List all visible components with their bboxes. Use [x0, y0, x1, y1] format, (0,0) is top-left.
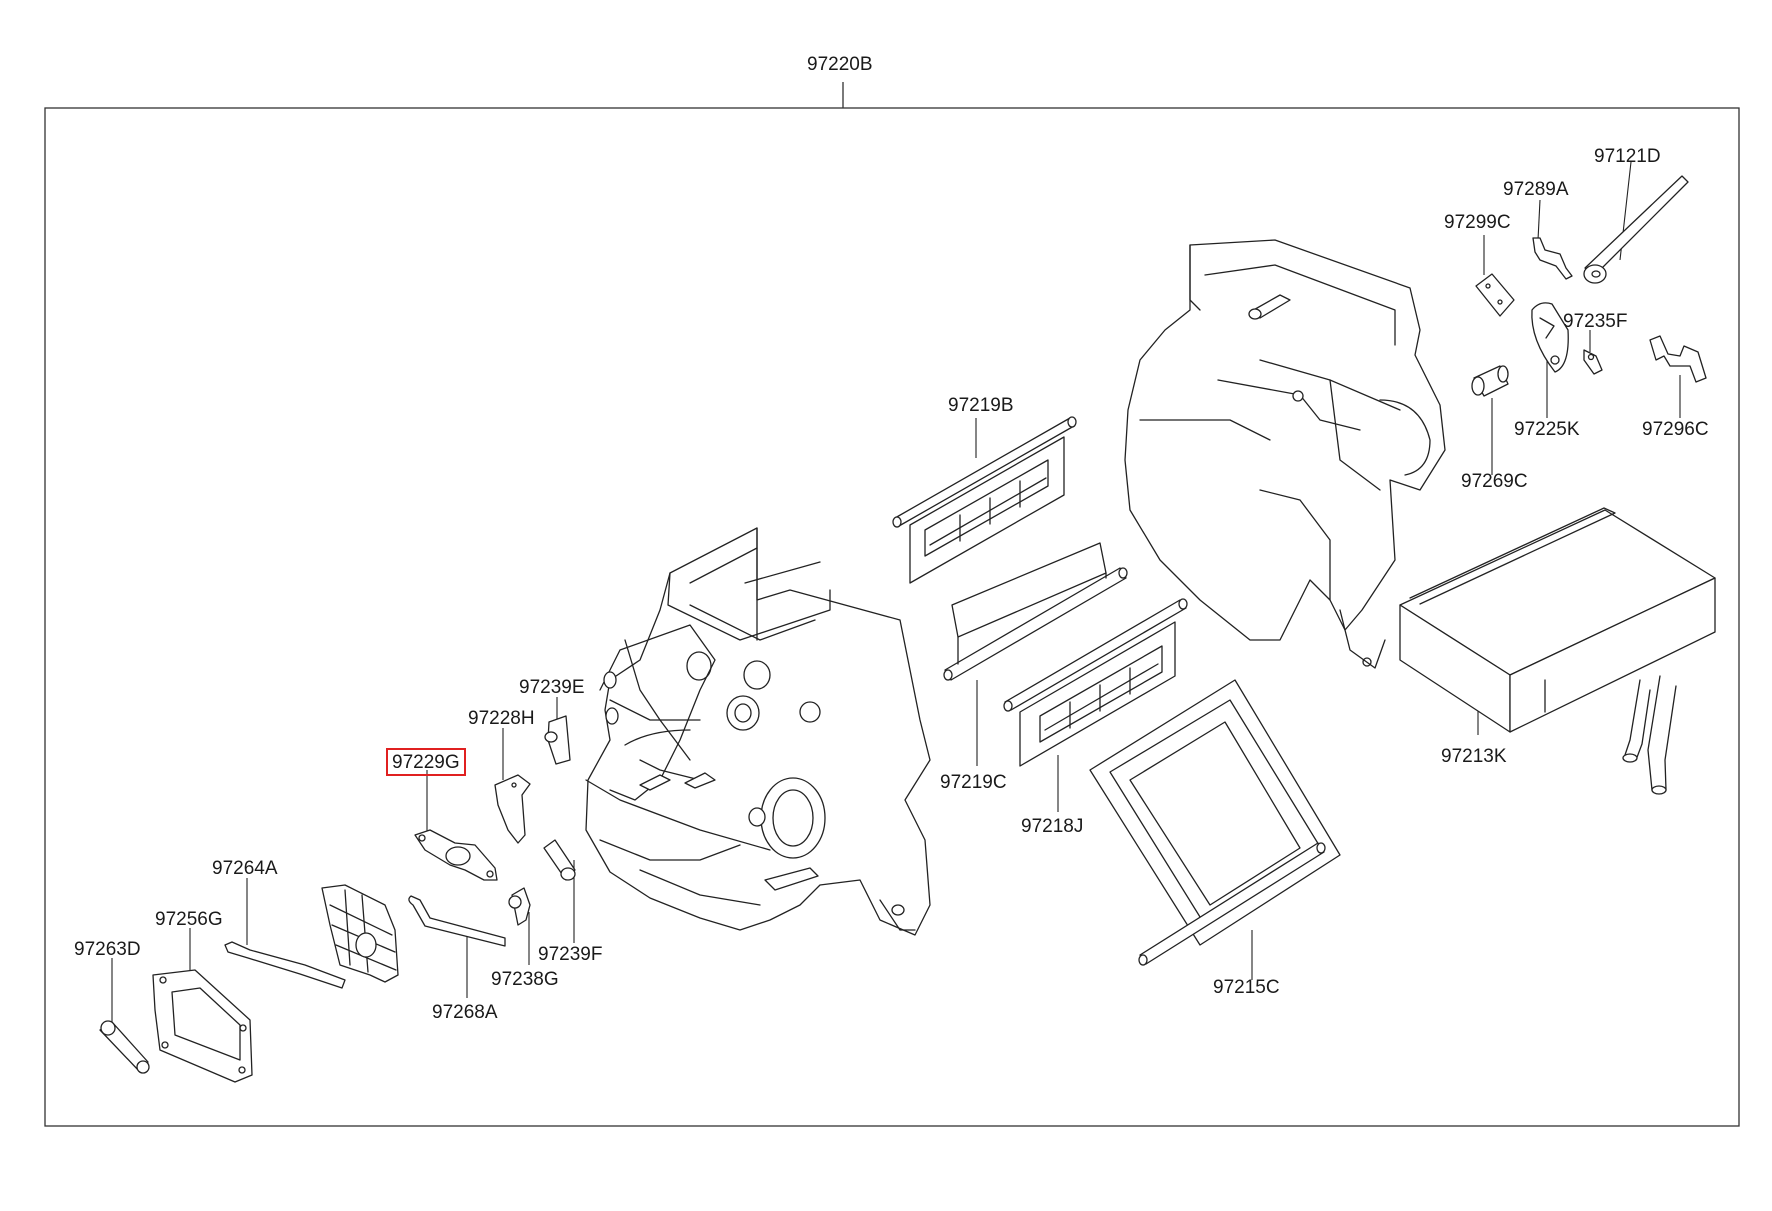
part-door: [321, 884, 399, 983]
label-97239F[interactable]: 97239F: [538, 944, 603, 965]
part-97218J: [1003, 598, 1188, 767]
label-97299C[interactable]: 97299C: [1444, 212, 1511, 233]
label-97229G[interactable]: 97229G: [386, 748, 466, 776]
part-blower-housing: [1124, 239, 1446, 669]
label-97256G[interactable]: 97256G: [155, 909, 223, 930]
label-97296C[interactable]: 97296C: [1642, 419, 1709, 440]
part-97269C: [1471, 365, 1509, 397]
part-97215C: [1089, 679, 1341, 966]
label-97269C[interactable]: 97269C: [1461, 471, 1528, 492]
part-97256G: [152, 969, 253, 1083]
part-97121D: [1583, 175, 1689, 284]
label-97225K[interactable]: 97225K: [1514, 419, 1580, 440]
label-97289A[interactable]: 97289A: [1503, 179, 1569, 200]
part-97289A: [1532, 237, 1573, 280]
part-97299C: [1475, 273, 1515, 317]
part-97219B: [892, 416, 1077, 584]
assembly-frame: [44, 107, 1740, 1127]
part-97239E: [544, 715, 571, 765]
part-heater-case: [585, 527, 931, 936]
part-97268A: [408, 895, 506, 947]
part-97264A: [224, 941, 346, 989]
part-97213K: [1399, 507, 1716, 795]
label-97121D[interactable]: 97121D: [1594, 146, 1661, 167]
part-97235F: [1583, 349, 1603, 375]
part-97228H: [494, 774, 531, 844]
part-97296C: [1649, 335, 1707, 383]
part-97238G: [508, 887, 531, 926]
label-97219C[interactable]: 97219C: [940, 772, 1007, 793]
label-97239E[interactable]: 97239E: [519, 677, 585, 698]
part-97229G: [414, 829, 498, 881]
label-97235F[interactable]: 97235F: [1563, 311, 1628, 332]
label-97215C[interactable]: 97215C: [1213, 977, 1280, 998]
part-97219C: [943, 542, 1128, 681]
part-97263D: [99, 1020, 150, 1074]
label-97219B[interactable]: 97219B: [948, 395, 1014, 416]
label-97263D[interactable]: 97263D: [74, 939, 141, 960]
label-97238G[interactable]: 97238G: [491, 969, 559, 990]
label-97268A[interactable]: 97268A: [432, 1002, 498, 1023]
part-97239F: [543, 839, 576, 881]
label-97218J[interactable]: 97218J: [1021, 816, 1084, 837]
label-97213K[interactable]: 97213K: [1441, 746, 1507, 767]
label-97220B[interactable]: 97220B: [807, 54, 873, 75]
label-97264A[interactable]: 97264A: [212, 858, 278, 879]
part-97225K: [1531, 302, 1569, 373]
label-97228H[interactable]: 97228H: [468, 708, 535, 729]
